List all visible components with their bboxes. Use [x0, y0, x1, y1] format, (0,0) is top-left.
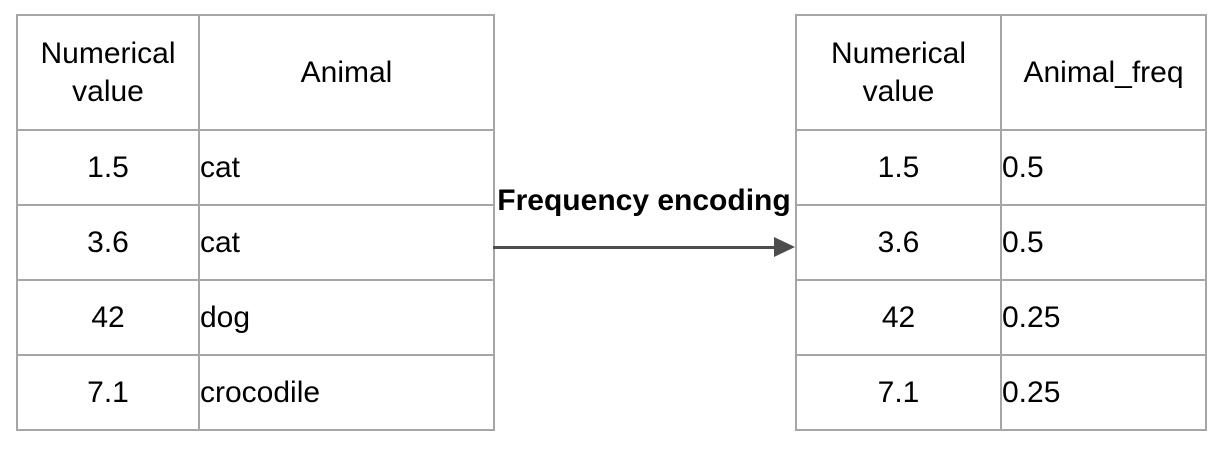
numerical-value-cell: 3.6 — [16, 204, 200, 281]
numerical-value-cell: 42 — [795, 279, 1002, 356]
animal-cell: cat — [198, 129, 495, 206]
table-header-row: Numerical value Animal — [16, 14, 495, 131]
numerical-value-cell: 3.6 — [795, 204, 1002, 281]
table-header-row: Numerical value Animal_freq — [795, 14, 1207, 131]
numerical-value-cell: 42 — [16, 279, 200, 356]
column-header-animal: Animal — [198, 14, 495, 131]
animal-cell: dog — [198, 279, 495, 356]
table-row: 1.5 0.5 — [795, 129, 1207, 206]
animal-cell: crocodile — [198, 354, 495, 431]
animal-freq-cell: 0.5 — [1000, 204, 1207, 281]
table-row: 7.1 0.25 — [795, 354, 1207, 431]
encoded-table: Numerical value Animal_freq 1.5 0.5 3.6 … — [795, 14, 1207, 431]
table-row: 7.1 crocodile — [16, 354, 495, 431]
table-row: 3.6 0.5 — [795, 204, 1207, 281]
numerical-value-cell: 1.5 — [16, 129, 200, 206]
source-table: Numerical value Animal 1.5 cat 3.6 cat 4… — [16, 14, 495, 431]
table-row: 42 0.25 — [795, 279, 1207, 356]
right-arrow-icon — [774, 237, 795, 257]
animal-freq-cell: 0.25 — [1000, 354, 1207, 431]
animal-cell: cat — [198, 204, 495, 281]
animal-freq-cell: 0.25 — [1000, 279, 1207, 356]
table-row: 42 dog — [16, 279, 495, 356]
numerical-value-cell: 1.5 — [795, 129, 1002, 206]
numerical-value-cell: 7.1 — [795, 354, 1002, 431]
table-row: 3.6 cat — [16, 204, 495, 281]
animal-freq-cell: 0.5 — [1000, 129, 1207, 206]
arrow-line — [493, 246, 776, 249]
table-row: 1.5 cat — [16, 129, 495, 206]
column-header-numerical-value: Numerical value — [795, 14, 1002, 131]
column-header-numerical-value: Numerical value — [16, 14, 200, 131]
transform-label: Frequency encoding — [497, 184, 791, 217]
numerical-value-cell: 7.1 — [16, 354, 200, 431]
column-header-animal-freq: Animal_freq — [1000, 14, 1207, 131]
